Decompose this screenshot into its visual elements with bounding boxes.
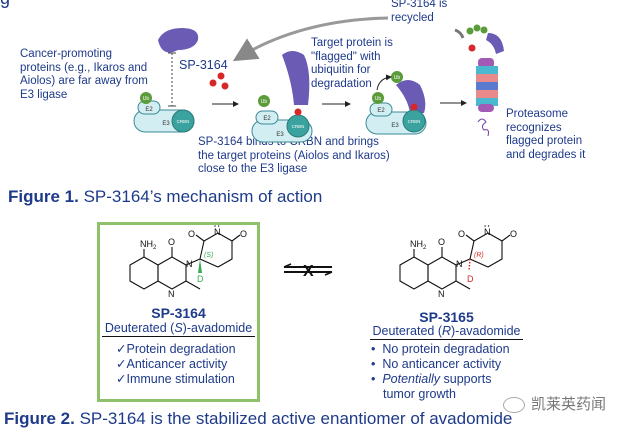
svg-text:CRBN: CRBN (408, 119, 421, 124)
proteasome-icon (454, 24, 504, 137)
svg-text:CRBN: CRBN (292, 124, 305, 129)
figure2-caption: Figure 2. SP-3164 is the stabilized acti… (4, 409, 513, 428)
feature-item: • No protein degradation (371, 342, 510, 356)
feature-item: ✓Protein degradation (116, 342, 236, 356)
svg-text:E2: E2 (377, 108, 385, 114)
svg-text:Ub: Ub (375, 96, 382, 102)
target-protein-icon (158, 28, 199, 53)
svg-text:O: O (168, 237, 175, 247)
svg-text:O: O (458, 229, 465, 239)
svg-text:O: O (240, 229, 247, 239)
svg-text:N: N (484, 227, 491, 237)
svg-text:O: O (188, 229, 195, 239)
svg-text:O: O (510, 229, 517, 239)
sp3164-name: SP-3164 (151, 305, 206, 321)
cropped-heading-fragment: g (0, 0, 10, 9)
svg-text:E2: E2 (263, 116, 271, 122)
svg-text:D: D (197, 274, 204, 284)
proteasome-description: Proteasome recognizes flagged protein an… (506, 108, 586, 161)
svg-text:Ub: Ub (143, 96, 150, 102)
wechat-icon (503, 397, 525, 414)
svg-text:CRBN: CRBN (177, 119, 190, 124)
svg-text:O: O (438, 237, 445, 247)
sp3164-subtitle: Deuterated (S)-avadomide (102, 321, 255, 337)
sp3165-subtitle: Deuterated (R)-avadomide (370, 324, 523, 340)
svg-text:D: D (467, 274, 474, 284)
e3-complex-2: Ub E2 E3 CRBN (251, 51, 313, 143)
drug-molecules-icon (209, 72, 229, 90)
svg-text:NH: NH (140, 239, 153, 249)
sp3165-features: • No protein degradation • No anticancer… (371, 342, 513, 402)
drug-label: SP-3164 (179, 58, 228, 72)
svg-text:E3: E3 (391, 123, 399, 129)
svg-text:N: N (456, 259, 463, 269)
sp3164-features: ✓Protein degradation ✓Anticancer activit… (116, 342, 236, 387)
e3-complex-3: Ub Ub E2 E3 CRBN (365, 71, 427, 135)
left-description: Cancer-promoting proteins (e.g., Ikaros … (20, 48, 148, 101)
recycled-description: SP-3164 is recycled (391, 0, 448, 24)
e3-complex-1: Ub E2 E3 CRBN (133, 92, 195, 133)
feature-item: • No anticancer activity (371, 357, 502, 371)
svg-text:N: N (186, 259, 193, 269)
svg-text:(S): (S) (204, 252, 213, 259)
svg-text:(R): (R) (474, 252, 484, 259)
svg-text:E3: E3 (162, 121, 170, 127)
svg-text:2: 2 (423, 245, 427, 251)
svg-text:H: H (214, 225, 220, 229)
figure1-caption: Figure 1. SP-3164’s mechanism of action (8, 187, 323, 206)
feature-item: ✓Immune stimulation (116, 372, 235, 386)
feature-item: ✓Anticancer activity (116, 357, 228, 371)
flagged-description: Target protein is "flagged" with ubiquit… (311, 37, 393, 90)
svg-text:N: N (168, 289, 175, 299)
sp3164-structure: NH 2 O N N O N H O (S) D (129, 225, 247, 299)
svg-text:Ub: Ub (261, 99, 268, 105)
svg-text:2: 2 (153, 245, 157, 251)
svg-text:H: H (484, 225, 490, 229)
active-compound-box (97, 222, 260, 402)
sp3165-name: SP-3165 (419, 309, 474, 325)
svg-text:N: N (214, 227, 221, 237)
svg-text:NH: NH (410, 239, 423, 249)
svg-text:E2: E2 (145, 107, 153, 113)
svg-text:Ub: Ub (394, 75, 401, 81)
mechanism-diagram: Ub E2 E3 CRBN Ub E2 E3 CRBN Ub Ub E2 E3 … (133, 16, 504, 143)
no-interconversion-arrow-icon: X (283, 263, 333, 280)
svg-text:E3: E3 (276, 132, 284, 138)
watermark: 凯莱英药闻 (503, 393, 606, 414)
feature-item: • Potentially supports tumor growth (371, 372, 492, 401)
svg-text:N: N (438, 289, 445, 299)
sp3165-structure: NH 2 O N N O N H O (R) D (399, 225, 517, 299)
svg-text:X: X (303, 263, 314, 280)
recycle-arrow (232, 16, 389, 62)
